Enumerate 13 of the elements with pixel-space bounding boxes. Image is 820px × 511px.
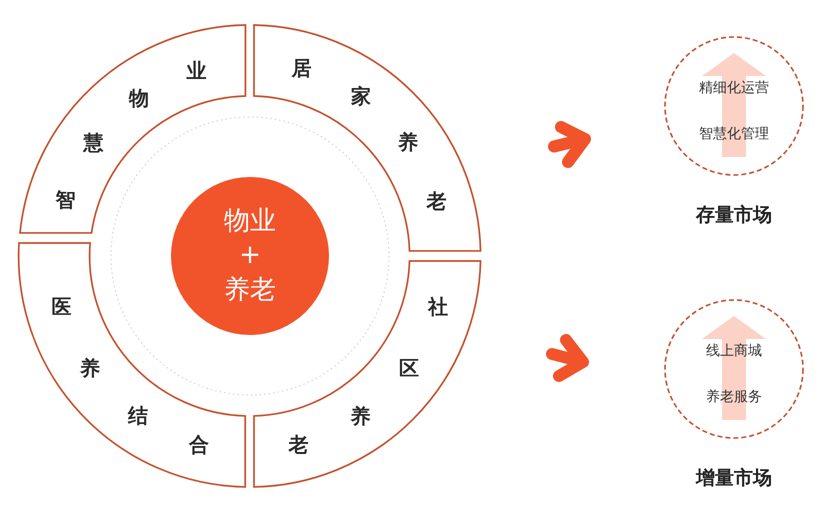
circle-text: 养老 — [224, 274, 276, 307]
segment-label: 智慧物业 — [55, 58, 207, 212]
segment-label: 社区养老 — [289, 294, 448, 457]
circle-label: 存量市场 — [696, 202, 772, 228]
segment-label: 医养结合 — [52, 294, 210, 456]
circle-text: + — [239, 239, 261, 272]
circle-text: 精细化运营 — [699, 78, 769, 98]
circle-text: 线上商城 — [706, 342, 762, 360]
circle-text: 物业 — [224, 204, 276, 238]
circle-text: 智慧化管理 — [699, 124, 769, 144]
segment-label: 居家养老 — [292, 56, 448, 213]
circle-text: 养老服务 — [706, 388, 762, 406]
circle-label: 增量市场 — [696, 466, 772, 490]
